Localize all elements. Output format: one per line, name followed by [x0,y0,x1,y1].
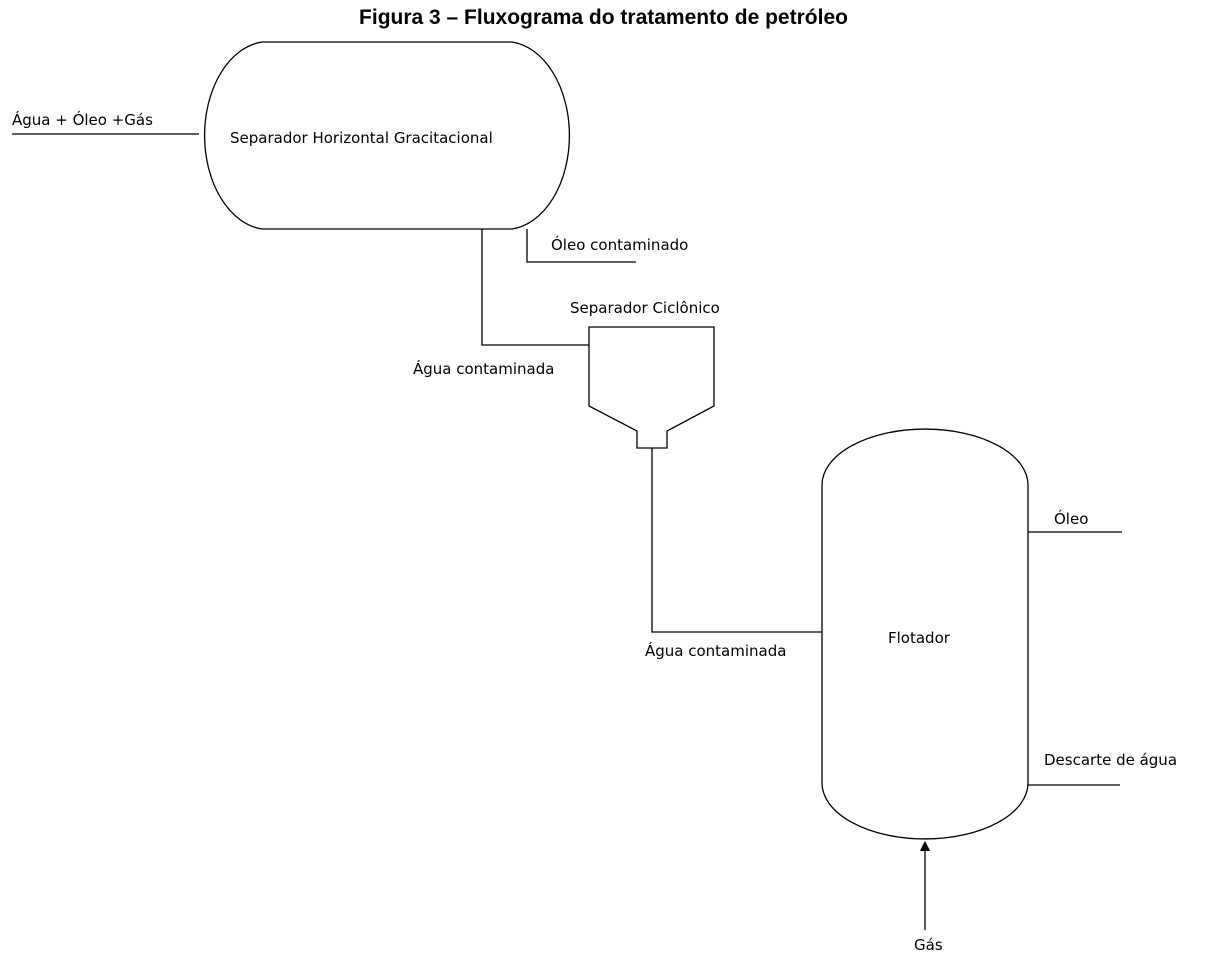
flotator-vessel [821,428,1029,840]
contaminated-water-label-2: Água contaminada [645,641,786,660]
gas-inlet-label: Gás [914,936,943,954]
horizontal-separator-vessel [203,41,571,230]
contaminated-oil-label: Óleo contaminado [551,235,688,254]
contaminated-water-label-1: Água contaminada [413,359,554,378]
water-line-to-flotator [651,448,822,633]
water-line-to-cyclone [481,229,589,346]
contaminated-oil-line [526,229,636,263]
flotator-label: Flotador [888,629,951,647]
water-discharge-label: Descarte de água [1044,751,1177,769]
input-stream-label: Água + Óleo +Gás [12,110,153,129]
cyclonic-separator-vessel [588,326,715,449]
oil-out-label: Óleo [1054,509,1088,528]
cyclonic-separator-label: Separador Ciclônico [570,299,720,317]
horizontal-separator-label: Separador Horizontal Gracitacional [230,129,493,147]
figure-title: Figura 3 – Fluxograma do tratamento de p… [359,6,848,29]
